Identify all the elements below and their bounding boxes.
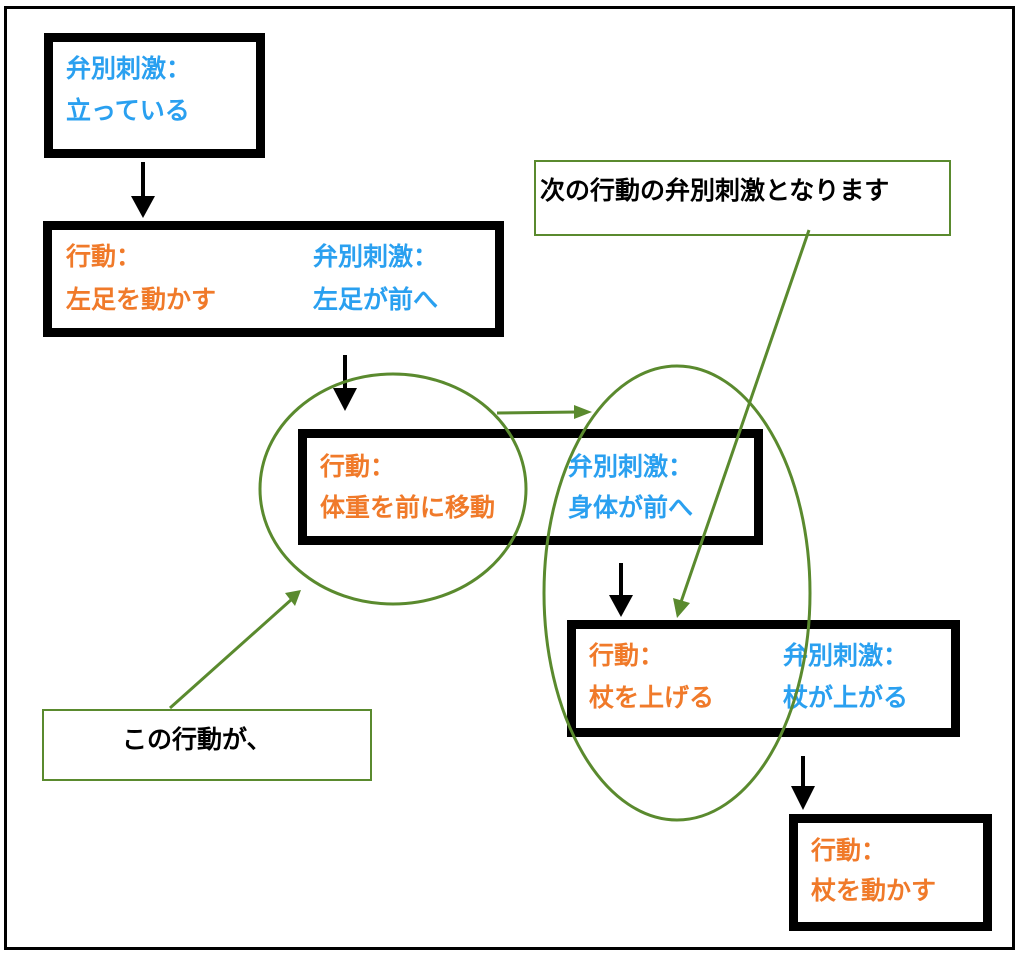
note-this-action: この行動が、 — [42, 709, 372, 781]
step-box-move-cane — [789, 814, 992, 931]
annotation-arrow-note-to-box — [673, 229, 811, 618]
action-label: 行動： — [66, 242, 142, 271]
note-this-action-text: この行動が、 — [122, 725, 272, 754]
stimulus-text: 立っている — [66, 96, 190, 125]
action-text: 杖を動かす — [811, 876, 937, 905]
flow-arrow-3 — [609, 563, 633, 617]
step-box-standing — [44, 33, 265, 158]
flow-arrow-4 — [791, 756, 815, 810]
annotation-arrow-action-to-stimulus — [496, 405, 592, 419]
stimulus-text: 杖が上がる — [783, 683, 909, 712]
step-box-weight-shift — [298, 429, 763, 545]
action-label: 行動： — [589, 641, 665, 670]
flow-arrow-1 — [131, 162, 155, 218]
action-text: 杖を上げる — [589, 683, 715, 712]
action-text: 体重を前に移動 — [320, 493, 496, 522]
highlight-circle-action — [258, 372, 528, 606]
step-box-left-foot — [43, 221, 504, 337]
note-next-stimulus: 次の行動の弁別刺激となります — [534, 160, 951, 236]
stimulus-label: 弁別刺激： — [568, 452, 694, 481]
flow-arrow-2 — [333, 355, 357, 411]
note-next-stimulus-text: 次の行動の弁別刺激となります — [540, 176, 890, 205]
action-label: 行動： — [811, 836, 887, 865]
annotation-arrow-note-to-circle — [169, 590, 301, 710]
stimulus-label: 弁別刺激： — [66, 54, 192, 83]
highlight-circle-stimulus — [542, 364, 812, 822]
stimulus-text: 身体が前へ — [568, 493, 694, 522]
action-label: 行動： — [320, 452, 396, 481]
diagram-frame — [4, 6, 1015, 950]
action-text: 左足を動かす — [66, 285, 217, 314]
stimulus-label: 弁別刺激： — [313, 242, 439, 271]
step-box-raise-cane — [567, 620, 960, 737]
stimulus-text: 左足が前へ — [313, 285, 439, 314]
